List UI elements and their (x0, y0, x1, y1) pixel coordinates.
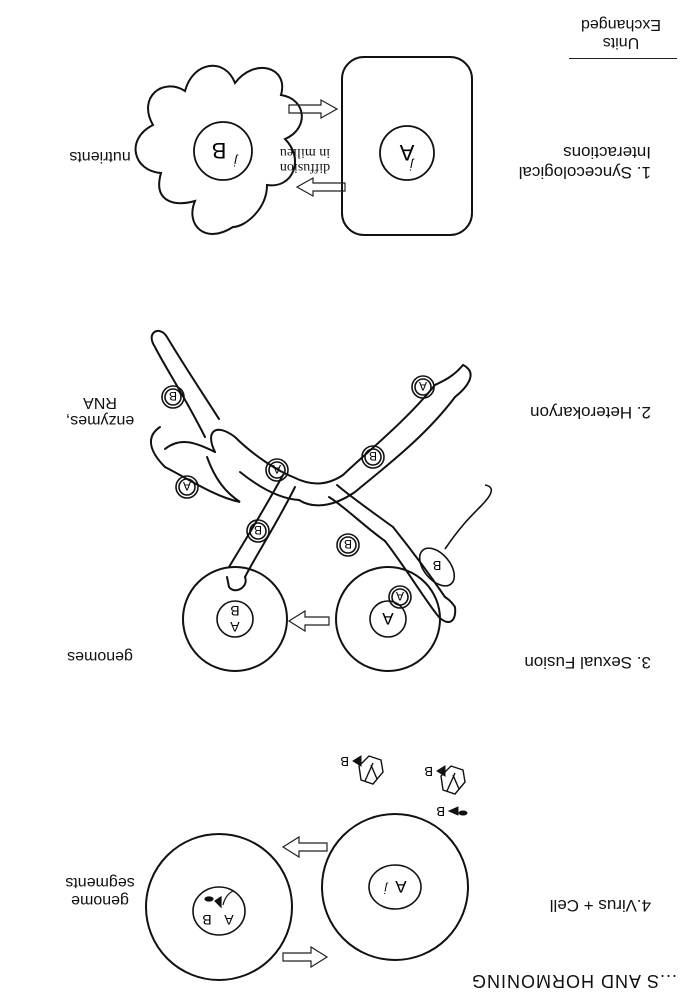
row2-nucleus-label-4: A (273, 462, 281, 476)
row3-arrow (287, 609, 330, 633)
row3-zygote-label-bottom: B (230, 603, 239, 619)
row1-nucleus-b-mark: j (233, 154, 239, 169)
row4-arrow-back (282, 945, 329, 969)
row1-nucleus-a-mark: j (409, 158, 415, 173)
row3-zygote (182, 566, 288, 672)
row4-virions (358, 755, 466, 795)
row1-nucleus-a-label: A (399, 140, 414, 165)
row3-sperm-label: B (433, 558, 442, 573)
row4-infected-nucleus-a: A (224, 912, 234, 928)
row2-nucleus-label-3: B (344, 537, 352, 551)
row1-nucleus-b-label: B (212, 138, 227, 163)
row2-nucleus-labels: B A B A B A A B (169, 379, 427, 603)
row2-nuclei (161, 375, 435, 609)
row2-nucleus-label-5: B (254, 523, 262, 537)
row4-infected-cell (145, 833, 293, 981)
row3-sperm (418, 484, 493, 587)
row2-nucleus-label-1: B (369, 449, 377, 463)
row1-cell-b-amoeboid (134, 64, 303, 235)
row1-arrow-to-b (295, 176, 346, 198)
row2-nucleus-label-8: B (169, 389, 177, 403)
row3-egg-cell (335, 566, 441, 672)
row4-host-cell (321, 813, 469, 961)
row4-host-nucleus-mark: j (384, 882, 389, 896)
row4-viral-insert (204, 890, 234, 909)
row4-injection-pointers (352, 755, 468, 816)
row1-cell-a (341, 56, 473, 236)
row4-arrow-forward (281, 835, 328, 859)
row3-egg-nucleus-label: A (382, 609, 394, 628)
row2-nucleus-label-2: A (419, 379, 427, 393)
row4-virion2-label: B (340, 754, 349, 769)
row4-host-nucleus-label: A (395, 877, 407, 896)
row2-nucleus-label-6: A (183, 479, 191, 493)
row3-zygote-label-top: A (230, 619, 240, 635)
row2-nucleus-label-7: A (396, 589, 404, 603)
row4-injected-label: B (436, 804, 445, 819)
row2-hyphae (150, 329, 472, 623)
row4-virion1-label: B (424, 764, 433, 779)
row1-arrow-to-a (288, 98, 339, 120)
row4-infected-nucleus-b: B (202, 912, 211, 928)
